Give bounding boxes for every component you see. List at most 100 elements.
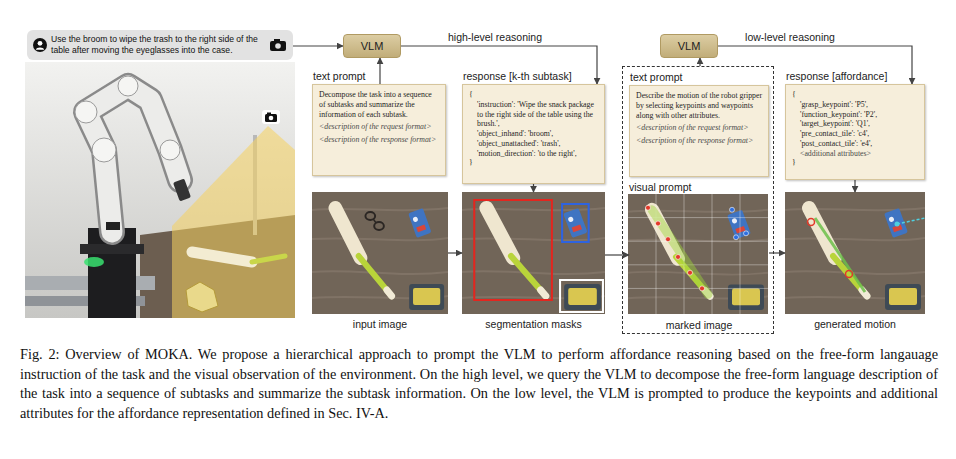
- node-text: visual prompt: [629, 181, 691, 193]
- illustration-shape: [262, 110, 280, 124]
- illustration-shape: [562, 204, 589, 242]
- illustration-shape: [474, 200, 552, 300]
- heading-label: marked image: [619, 319, 779, 331]
- illustration-shape: [106, 222, 120, 230]
- arrow-connector: [699, 58, 700, 66]
- illustration-shape: [628, 194, 768, 314]
- arrow-connector: [605, 254, 629, 255]
- node-text: {: [469, 90, 598, 100]
- user-icon: [33, 38, 47, 52]
- illustration-shape: [656, 221, 661, 226]
- illustration-shape: [86, 86, 180, 232]
- arrow-connector: [854, 180, 855, 192]
- illustration-shape: [312, 192, 448, 314]
- image-panel: input image: [312, 192, 448, 314]
- node-text: {: [792, 90, 918, 100]
- node-text: }: [792, 158, 918, 168]
- illustration-shape: [25, 62, 295, 318]
- illustration-shape: [80, 244, 144, 254]
- node-text: 'grasp_keypoint': 'P5',: [792, 100, 918, 110]
- illustration-shape: [560, 280, 603, 312]
- heading-label: segmentation masks: [452, 318, 615, 330]
- node-text: 'pre_contact_tile': 'c4',: [792, 129, 918, 139]
- illustration-shape: [274, 39, 280, 42]
- illustration-shape: [33, 38, 47, 52]
- illustration-shape: [785, 192, 925, 314]
- edge-label: low-level reasoning: [743, 31, 837, 43]
- illustration-shape: [118, 76, 138, 96]
- illustration-shape: [172, 126, 295, 318]
- illustration-shape: [652, 210, 708, 295]
- node-text: VLM: [361, 40, 384, 53]
- node-text: Decompose the task into a sequence of su…: [319, 90, 439, 119]
- illustration-shape: [646, 205, 705, 291]
- node-text: 'object_unattached': 'trash',: [469, 139, 598, 149]
- illustration-shape: [666, 237, 671, 242]
- illustration-shape: [267, 113, 271, 115]
- heading-label: input image: [302, 318, 458, 330]
- node-text: Use the broom to wipe the trash to the r…: [51, 34, 267, 56]
- image-panel: generated motion: [785, 192, 925, 314]
- prompt-box: text promptDescribe the motion of the ro…: [629, 85, 769, 177]
- node-text: 'post_contact_tile': 'e4',: [792, 139, 918, 149]
- edge-label: high-level reasoning: [446, 31, 544, 43]
- heading-label: text prompt: [313, 70, 366, 82]
- illustration-shape: [646, 205, 651, 210]
- arrow-connector: [448, 252, 462, 253]
- illustration-shape: [84, 257, 104, 267]
- vlm-box: VLM: [343, 34, 401, 58]
- illustration-shape: [628, 194, 768, 314]
- node-text: 'target_keypoint': 'Q1',: [792, 119, 918, 129]
- illustration-shape: [734, 235, 739, 240]
- illustration-shape: [186, 282, 218, 312]
- arrow-connector: [718, 46, 912, 84]
- illustration-shape: [744, 231, 749, 236]
- illustration-shape: [92, 138, 116, 162]
- illustration-shape: [808, 219, 815, 226]
- prompt-box: text promptDecompose the task into a seq…: [312, 84, 446, 176]
- response-box: response [affordance]{'grasp_keypoint': …: [785, 84, 925, 180]
- node-text: <description of the request format>: [636, 123, 762, 133]
- illustration-shape: [75, 101, 97, 123]
- illustration-shape: [275, 43, 281, 49]
- heading-label: text prompt: [630, 71, 683, 83]
- illustration-shape: [269, 116, 274, 121]
- illustration-shape: [365, 212, 383, 230]
- node-text: 'instruction': 'Wipe the snack package t…: [469, 100, 598, 129]
- illustration-shape: [270, 41, 286, 51]
- illustration-shape: [86, 86, 180, 232]
- node-text: }: [469, 158, 598, 168]
- illustration-shape: [192, 252, 252, 262]
- illustration-shape: [730, 207, 735, 212]
- node-text: 'object_inhand': 'broom',: [469, 129, 598, 139]
- node-text: <description of the response format>: [636, 136, 762, 146]
- illustration-shape: [676, 254, 681, 259]
- image-panel: marked image: [629, 195, 769, 315]
- vlm-box: VLM: [660, 34, 718, 58]
- illustration-shape: [252, 256, 285, 262]
- illustration-shape: [38, 41, 43, 46]
- response-box: response [k-th subtask]{'instruction': '…: [462, 84, 605, 184]
- illustration-shape: [895, 222, 900, 227]
- image-panel: segmentation masks: [462, 192, 605, 314]
- illustration-shape: [815, 218, 865, 292]
- camera-icon: [270, 39, 286, 51]
- node-text: <description of the response format>: [319, 135, 439, 145]
- heading-label: generated motion: [775, 318, 935, 330]
- node-text: VLM: [678, 40, 701, 53]
- arrow-connector: [293, 45, 343, 46]
- arrow-connector: [533, 184, 534, 192]
- illustration-shape: [173, 179, 191, 202]
- illustration-shape: [730, 207, 749, 239]
- arrow-connector: [401, 46, 597, 84]
- illustration-shape: [688, 270, 693, 275]
- illustration-shape: [160, 140, 180, 160]
- arrow-connector: [769, 252, 785, 253]
- illustration-shape: [628, 194, 768, 314]
- illustration-shape: [897, 218, 925, 224]
- illustration-shape: [700, 286, 705, 291]
- illustration-shape: [785, 192, 925, 314]
- heading-label: response [affordance]: [786, 70, 887, 82]
- dashed-group: visual prompt text promptDescribe the mot…: [622, 66, 774, 334]
